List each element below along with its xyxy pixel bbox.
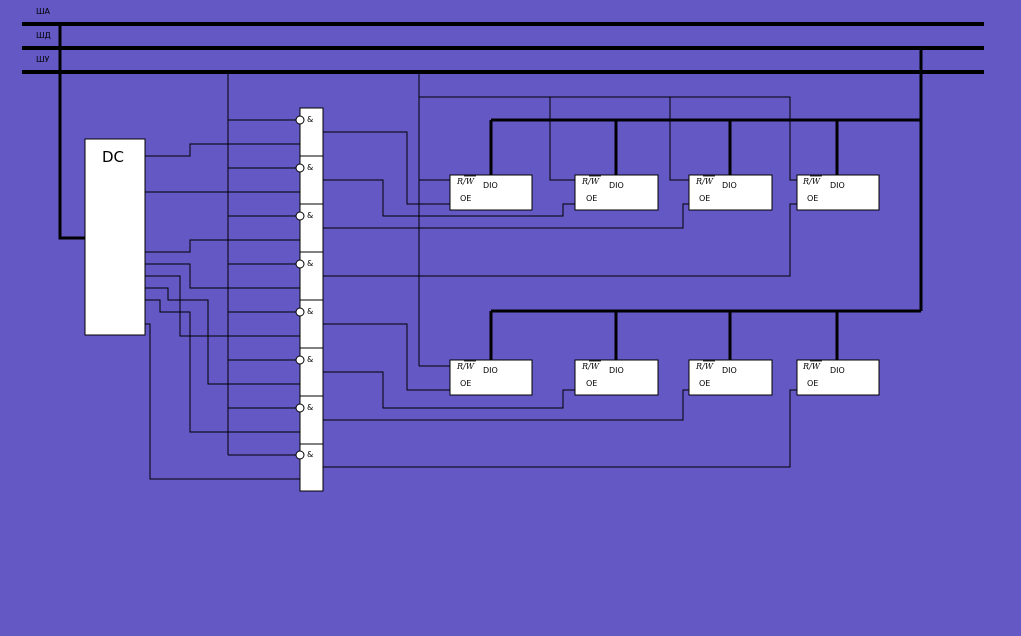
- chip-oe-label: OE: [807, 194, 818, 203]
- chip-oe-label: OE: [699, 194, 710, 203]
- and-gate-5: &: [295, 299, 324, 349]
- memory-chip-bottom-3: R/W DIO OE: [688, 359, 773, 396]
- chip-dio-label: DIO: [483, 181, 498, 190]
- inverter-bubble: [295, 259, 305, 269]
- gate-7-out: [323, 389, 689, 421]
- and-gate-1: &: [295, 107, 324, 157]
- chip-dio-label: DIO: [830, 181, 845, 190]
- chip-rw-label: R/W: [456, 362, 475, 371]
- chip-dio-label: DIO: [483, 366, 498, 375]
- thick-connections: [58, 24, 923, 360]
- memory-chip-top-3: R/W DIO OE: [688, 174, 773, 211]
- rw-overbars: [464, 175, 822, 362]
- data-bus-label: ШД: [36, 31, 51, 40]
- control-bus-label: ШУ: [36, 55, 50, 64]
- inverter-bubble: [295, 211, 305, 221]
- and-gate-6: &: [295, 347, 324, 397]
- chip-dio-label: DIO: [722, 181, 737, 190]
- gate-4-out: [323, 203, 797, 277]
- chip-oe-label: OE: [460, 194, 471, 203]
- chip-dio-label: DIO: [609, 366, 624, 375]
- decoder-out-0: [145, 143, 300, 157]
- memory-chip-top-4: R/W DIO OE: [796, 174, 880, 211]
- thin-wiring: [145, 72, 797, 480]
- chip-rw-label: R/W: [456, 177, 475, 186]
- memory-chip-bottom-2: R/W DIO OE: [574, 359, 659, 396]
- decoder-out-6: [145, 299, 300, 433]
- gate-2-out: [323, 179, 575, 217]
- decoder-out-2: [145, 239, 300, 253]
- chip-oe-label: OE: [586, 194, 597, 203]
- rw-top-chip-3: [669, 97, 689, 181]
- gate-1-out: [323, 131, 450, 205]
- gate-symbol: &: [307, 163, 313, 172]
- and-gate-4: &: [295, 251, 324, 301]
- chip-oe-label: OE: [586, 379, 597, 388]
- memory-chip-top-2: R/W DIO OE: [574, 174, 659, 211]
- rw-top-chip-2: [549, 97, 575, 181]
- and-gate-7: &: [295, 395, 324, 445]
- system-buses: [22, 22, 984, 74]
- gate-symbol: &: [307, 450, 313, 459]
- and-gate-8: &: [295, 443, 324, 492]
- memory-chip-top-1: R/W DIO OE: [449, 174, 533, 211]
- address-bus-to-decoder: [58, 24, 86, 240]
- and-gate-2: &: [295, 155, 324, 205]
- gate-symbol: &: [307, 355, 313, 364]
- gate-6-out: [323, 371, 575, 409]
- chip-dio-label: DIO: [722, 366, 737, 375]
- chip-rw-label: R/W: [695, 362, 714, 371]
- chip-rw-label: R/W: [695, 177, 714, 186]
- inverter-bubble: [295, 115, 305, 125]
- chip-rw-label: R/W: [802, 177, 821, 186]
- decoder-out-7: [145, 323, 300, 480]
- decoder-out-4: [145, 275, 300, 337]
- chip-rw-label: R/W: [581, 177, 600, 186]
- address-bus-label: ША: [36, 7, 51, 16]
- inverter-bubble: [295, 163, 305, 173]
- memory-chip-bottom-4: R/W DIO OE: [796, 359, 880, 396]
- chip-oe-label: OE: [699, 379, 710, 388]
- chip-rw-label: R/W: [802, 362, 821, 371]
- chip-rw-label: R/W: [581, 362, 600, 371]
- decoder-out-5: [145, 287, 300, 385]
- gate-symbol: &: [307, 307, 313, 316]
- chip-oe-label: OE: [807, 379, 818, 388]
- gate-symbol: &: [307, 115, 313, 124]
- memory-chip-bottom-1: R/W DIO OE: [449, 359, 533, 396]
- and-gate-3: &: [295, 203, 324, 253]
- gate-3-out: [323, 203, 689, 229]
- gate-symbol: &: [307, 403, 313, 412]
- chip-dio-label: DIO: [609, 181, 624, 190]
- decoder-block: [84, 138, 146, 336]
- inverter-bubble: [295, 355, 305, 365]
- inverter-bubble: [295, 450, 305, 460]
- rw-distribution-line: [419, 96, 797, 181]
- gate-symbol: &: [307, 259, 313, 268]
- decoder-out-3: [145, 263, 300, 289]
- gate-8-out: [323, 389, 797, 468]
- chip-oe-label: OE: [460, 379, 471, 388]
- decoder-label: DC: [102, 148, 124, 166]
- chip-dio-label: DIO: [830, 366, 845, 375]
- gate-symbol: &: [307, 211, 313, 220]
- gate-5-out: [323, 323, 450, 391]
- inverter-bubble: [295, 403, 305, 413]
- inverter-bubble: [295, 307, 305, 317]
